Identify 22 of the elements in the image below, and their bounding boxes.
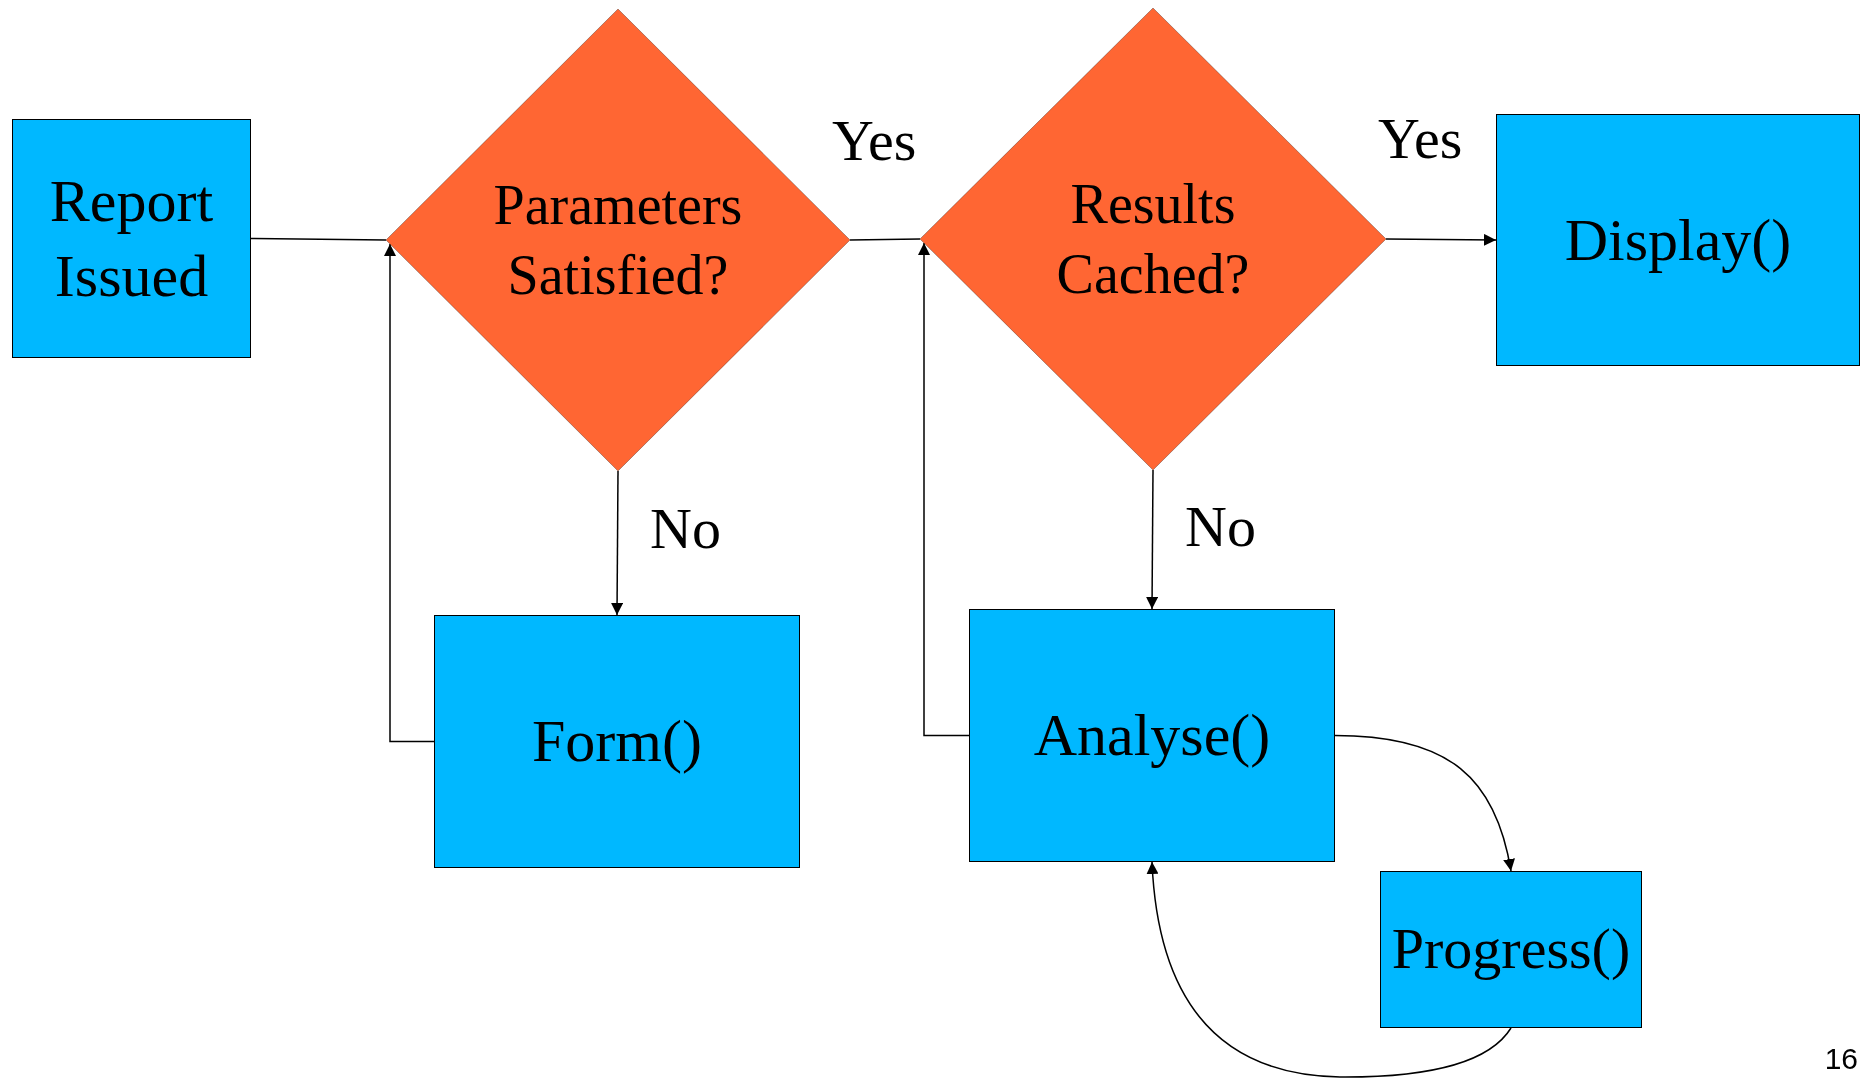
process-box (1496, 114, 1860, 366)
process-box (434, 615, 800, 868)
process-box (969, 609, 1335, 862)
process-box (12, 119, 251, 358)
arrow (1146, 861, 1512, 1078)
arrow (611, 470, 624, 616)
node-label: Progress() (1390, 915, 1632, 984)
connector-line (849, 238, 921, 241)
connector-line (250, 237, 387, 241)
arrow (1385, 233, 1497, 246)
node-label: Form() (531, 707, 703, 776)
arrow (1334, 734, 1515, 872)
arrow (1146, 469, 1159, 610)
node-label: Report Issued (48, 166, 215, 311)
arrow (384, 243, 435, 743)
node-label: Display() (1563, 205, 1793, 275)
arrow (918, 242, 970, 737)
node-label: Parameters Satisfied? (492, 173, 744, 308)
node-label: Results Cached? (1055, 172, 1251, 307)
node-label: Analyse() (1032, 701, 1272, 770)
process-box (1380, 871, 1642, 1028)
page-number: 16 (1824, 1042, 1858, 1076)
